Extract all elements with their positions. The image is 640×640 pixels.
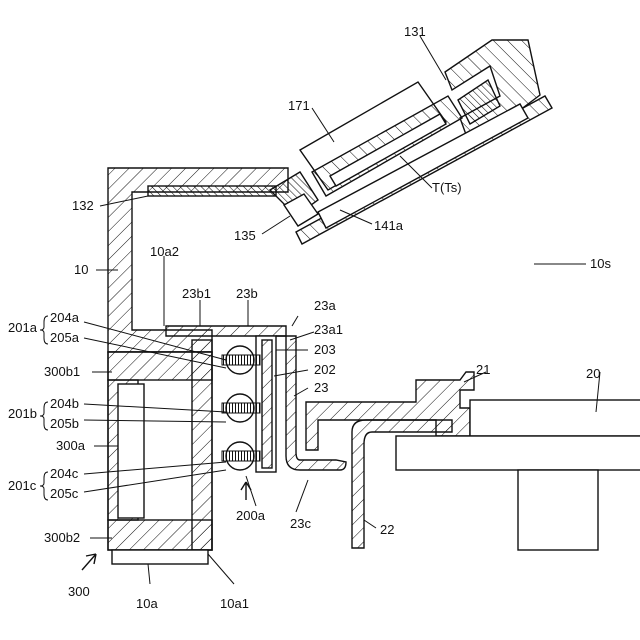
plate-203 [262, 340, 272, 468]
brace-201a [40, 316, 48, 344]
label-23: 23 [314, 380, 328, 395]
label-20: 20 [586, 366, 600, 381]
upper-unit [270, 40, 552, 244]
label-23a: 23a [314, 298, 336, 313]
label-204c: 204c [50, 466, 79, 481]
label-201b: 201b [8, 406, 37, 421]
label-201c: 201c [8, 478, 37, 493]
wall-10a1 [192, 340, 212, 550]
brace-201b [40, 402, 48, 430]
label-10a2: 10a2 [150, 244, 179, 259]
label-300a: 300a [56, 438, 86, 453]
label-21: 21 [476, 362, 490, 377]
table-20-lower [396, 436, 640, 470]
label-T-Ts: T(Ts) [432, 180, 462, 195]
brace-201c [40, 472, 48, 500]
label-203: 203 [314, 342, 336, 357]
table-20-leg [518, 470, 598, 550]
label-23b1: 23b1 [182, 286, 211, 301]
label-22: 22 [380, 522, 394, 537]
label-204b: 204b [50, 396, 79, 411]
arrow-200a [241, 482, 251, 500]
label-23c: 23c [290, 516, 311, 531]
screw-201b [222, 394, 260, 422]
label-131: 131 [404, 24, 426, 39]
base-10a [112, 550, 208, 564]
label-204a: 204a [50, 310, 80, 325]
bracket-23b [166, 326, 286, 336]
label-141a: 141a [374, 218, 404, 233]
table-20 [470, 400, 640, 436]
block-300 [108, 340, 212, 564]
screw-201a [222, 346, 260, 374]
label-300: 300 [68, 584, 90, 599]
label-10a1: 10a1 [220, 596, 249, 611]
screw-201c [222, 442, 260, 470]
label-205c: 205c [50, 486, 79, 501]
label-202: 202 [314, 362, 336, 377]
label-205b: 205b [50, 416, 79, 431]
arrow-300 [82, 554, 96, 570]
label-300b1: 300b1 [44, 364, 80, 379]
label-23b: 23b [236, 286, 258, 301]
label-132: 132 [72, 198, 94, 213]
label-23a1: 23a1 [314, 322, 343, 337]
label-10a: 10a [136, 596, 158, 611]
label-10s: 10s [590, 256, 611, 271]
part-300a [118, 384, 144, 518]
label-171: 171 [288, 98, 310, 113]
label-10: 10 [74, 262, 88, 277]
label-300b2: 300b2 [44, 530, 80, 545]
label-135: 135 [234, 228, 256, 243]
label-200a: 200a [236, 508, 266, 523]
plate-132 [148, 186, 276, 196]
label-205a: 205a [50, 330, 80, 345]
label-201a: 201a [8, 320, 38, 335]
